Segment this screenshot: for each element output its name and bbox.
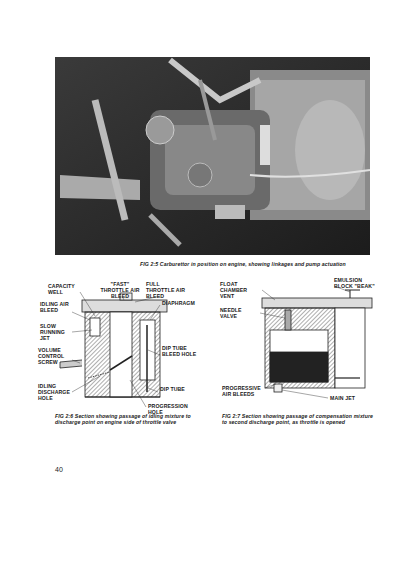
part-label: DIAPHRAGM bbox=[162, 301, 202, 307]
part-label: IDLING AIR BLEED bbox=[40, 302, 72, 314]
part-label: SLOW RUNNING JET bbox=[40, 324, 72, 342]
part-label: NEEDLE VALVE bbox=[220, 308, 260, 320]
part-label: EMULSION BLOCK "BEAK" bbox=[334, 278, 379, 290]
photo bbox=[55, 57, 370, 255]
page-number: 40 bbox=[55, 466, 75, 474]
part-label: "FAST" THROTTLE AIR BLEED bbox=[100, 282, 140, 300]
part-label: PROGRESSIVE AIR BLEEDS bbox=[222, 386, 264, 398]
part-label: MAIN JET bbox=[330, 396, 370, 402]
part-label: FULL THROTTLE AIR BLEED bbox=[146, 282, 186, 300]
leader-lines-left bbox=[72, 292, 160, 407]
carburettor-section-right bbox=[262, 290, 372, 392]
figure-caption: FIG 2:7 Section showing passage of compe… bbox=[222, 414, 377, 426]
part-label: FLOAT CHAMBER VENT bbox=[220, 282, 262, 300]
figure-caption: FIG 2:5 Carburettor in position on engin… bbox=[140, 262, 400, 268]
part-label: IDLING DISCHARGE HOLE bbox=[38, 384, 72, 402]
leader-lines-right bbox=[260, 286, 350, 398]
part-label: CAPACITY WELL bbox=[48, 284, 88, 296]
part-label: DIP TUBE bbox=[160, 387, 200, 393]
part-label: VOLUME CONTROL SCREW bbox=[38, 348, 72, 366]
part-label: DIP TUBE BLEED HOLE bbox=[162, 346, 202, 358]
carburettor-section-left bbox=[60, 293, 167, 397]
figure-caption: FIG 2:6 Section showing passage of idlin… bbox=[55, 414, 205, 426]
